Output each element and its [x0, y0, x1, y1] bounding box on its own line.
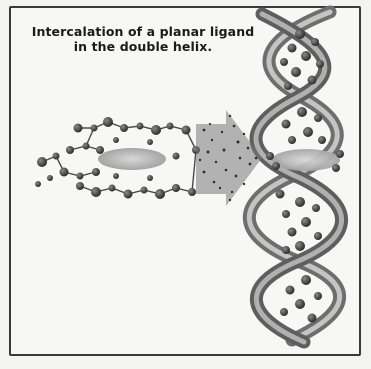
- planar-ligand-molecule: [35, 117, 200, 199]
- double-helix: [249, 12, 344, 342]
- figure-caption: Intercalation of a planar ligand in the …: [14, 24, 272, 54]
- ligand-core: [98, 148, 166, 170]
- intercalated-ligand: [272, 149, 340, 171]
- insertion-arrow: [196, 110, 262, 206]
- caption-line-1: Intercalation of a planar ligand: [14, 24, 272, 39]
- caption-line-2: in the double helix.: [14, 39, 272, 54]
